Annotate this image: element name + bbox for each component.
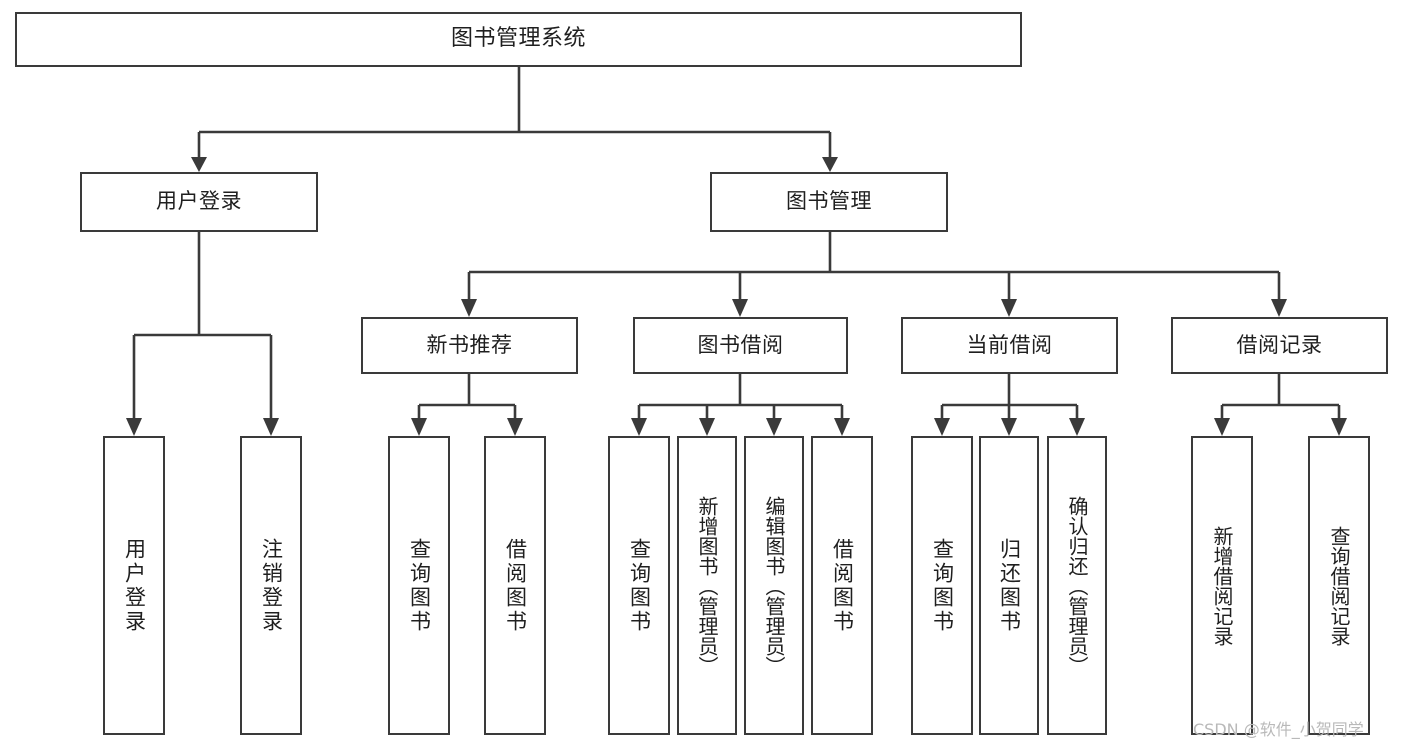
arrow-current-borrow-leaf3 <box>1069 418 1085 436</box>
leaf-book-borrow-query-book[interactable]: 查询图书 <box>608 436 670 735</box>
arrow-book-borrow-leaf1 <box>631 418 647 436</box>
arrow-book-borrow-leaf3 <box>766 418 782 436</box>
node-label: 图书借阅 <box>697 332 784 357</box>
node-label: 查询图书 <box>930 537 955 634</box>
leaf-user-login-logout[interactable]: 注销登录 <box>240 436 302 735</box>
node-label: 注销登录 <box>259 537 284 634</box>
node-root-book-management-system[interactable]: 图书管理系统 <box>15 12 1022 67</box>
node-label: 借阅图书 <box>503 537 528 634</box>
arrow-borrow-record-leaf2 <box>1331 418 1347 436</box>
node-label: 图书管理 <box>786 189 872 214</box>
arrow-book-borrow-leaf4 <box>834 418 850 436</box>
arrow-current-borrow-leaf1 <box>934 418 950 436</box>
leaf-book-borrow-add-book-admin[interactable]: 新增图书（管理员） <box>677 436 737 735</box>
node-label: 查询图书 <box>627 537 652 634</box>
node-label: 用户登录 <box>156 189 242 214</box>
arrow-current-borrow-leaf2 <box>1001 418 1017 436</box>
leaf-current-borrow-confirm-return-admin[interactable]: 确认归还（管理员） <box>1047 436 1107 735</box>
node-current-borrow[interactable]: 当前借阅 <box>901 317 1118 374</box>
node-label: 借阅图书 <box>830 537 855 634</box>
arrow-to-book-borrow <box>732 299 748 317</box>
arrow-new-book-leaf2 <box>507 418 523 436</box>
node-label: 图书管理系统 <box>450 26 586 52</box>
node-new-book-recommend[interactable]: 新书推荐 <box>361 317 578 374</box>
node-borrow-record[interactable]: 借阅记录 <box>1171 317 1388 374</box>
arrow-new-book-leaf1 <box>411 418 427 436</box>
node-label: 用户登录 <box>122 537 147 634</box>
node-label: 新书推荐 <box>426 332 513 357</box>
node-label: 查询借阅记录 <box>1327 525 1351 646</box>
node-label: 归还图书 <box>997 537 1022 634</box>
arrow-book-borrow-leaf2 <box>699 418 715 436</box>
leaf-new-book-query-book[interactable]: 查询图书 <box>388 436 450 735</box>
leaf-book-borrow-edit-book-admin[interactable]: 编辑图书（管理员） <box>744 436 804 735</box>
node-label: 借阅记录 <box>1236 332 1323 357</box>
node-book-borrow[interactable]: 图书借阅 <box>633 317 848 374</box>
arrow-user-login-leaf2 <box>263 418 279 436</box>
leaf-new-book-borrow-book[interactable]: 借阅图书 <box>484 436 546 735</box>
node-user-login[interactable]: 用户登录 <box>80 172 318 232</box>
leaf-book-borrow-borrow-book[interactable]: 借阅图书 <box>811 436 873 735</box>
leaf-user-login-login[interactable]: 用户登录 <box>103 436 165 735</box>
arrow-to-borrow-record <box>1271 299 1287 317</box>
arrow-to-user-login <box>191 157 207 172</box>
arrow-to-current-borrow <box>1001 299 1017 317</box>
leaf-borrow-record-query-record[interactable]: 查询借阅记录 <box>1308 436 1370 735</box>
leaf-current-borrow-return-book[interactable]: 归还图书 <box>979 436 1039 735</box>
node-label: 新增图书（管理员） <box>695 495 719 676</box>
leaf-current-borrow-query-book[interactable]: 查询图书 <box>911 436 973 735</box>
arrow-to-new-book <box>461 299 477 317</box>
leaf-borrow-record-add-record[interactable]: 新增借阅记录 <box>1191 436 1253 735</box>
node-label: 新增借阅记录 <box>1210 525 1234 646</box>
arrow-borrow-record-leaf1 <box>1214 418 1230 436</box>
node-label: 确认归还（管理员） <box>1065 495 1089 676</box>
node-label: 查询图书 <box>407 537 432 634</box>
node-book-management[interactable]: 图书管理 <box>710 172 948 232</box>
arrow-user-login-leaf1 <box>126 418 142 436</box>
node-label: 当前借阅 <box>966 332 1053 357</box>
node-label: 编辑图书（管理员） <box>762 495 786 676</box>
arrow-to-book-manage <box>822 157 838 172</box>
